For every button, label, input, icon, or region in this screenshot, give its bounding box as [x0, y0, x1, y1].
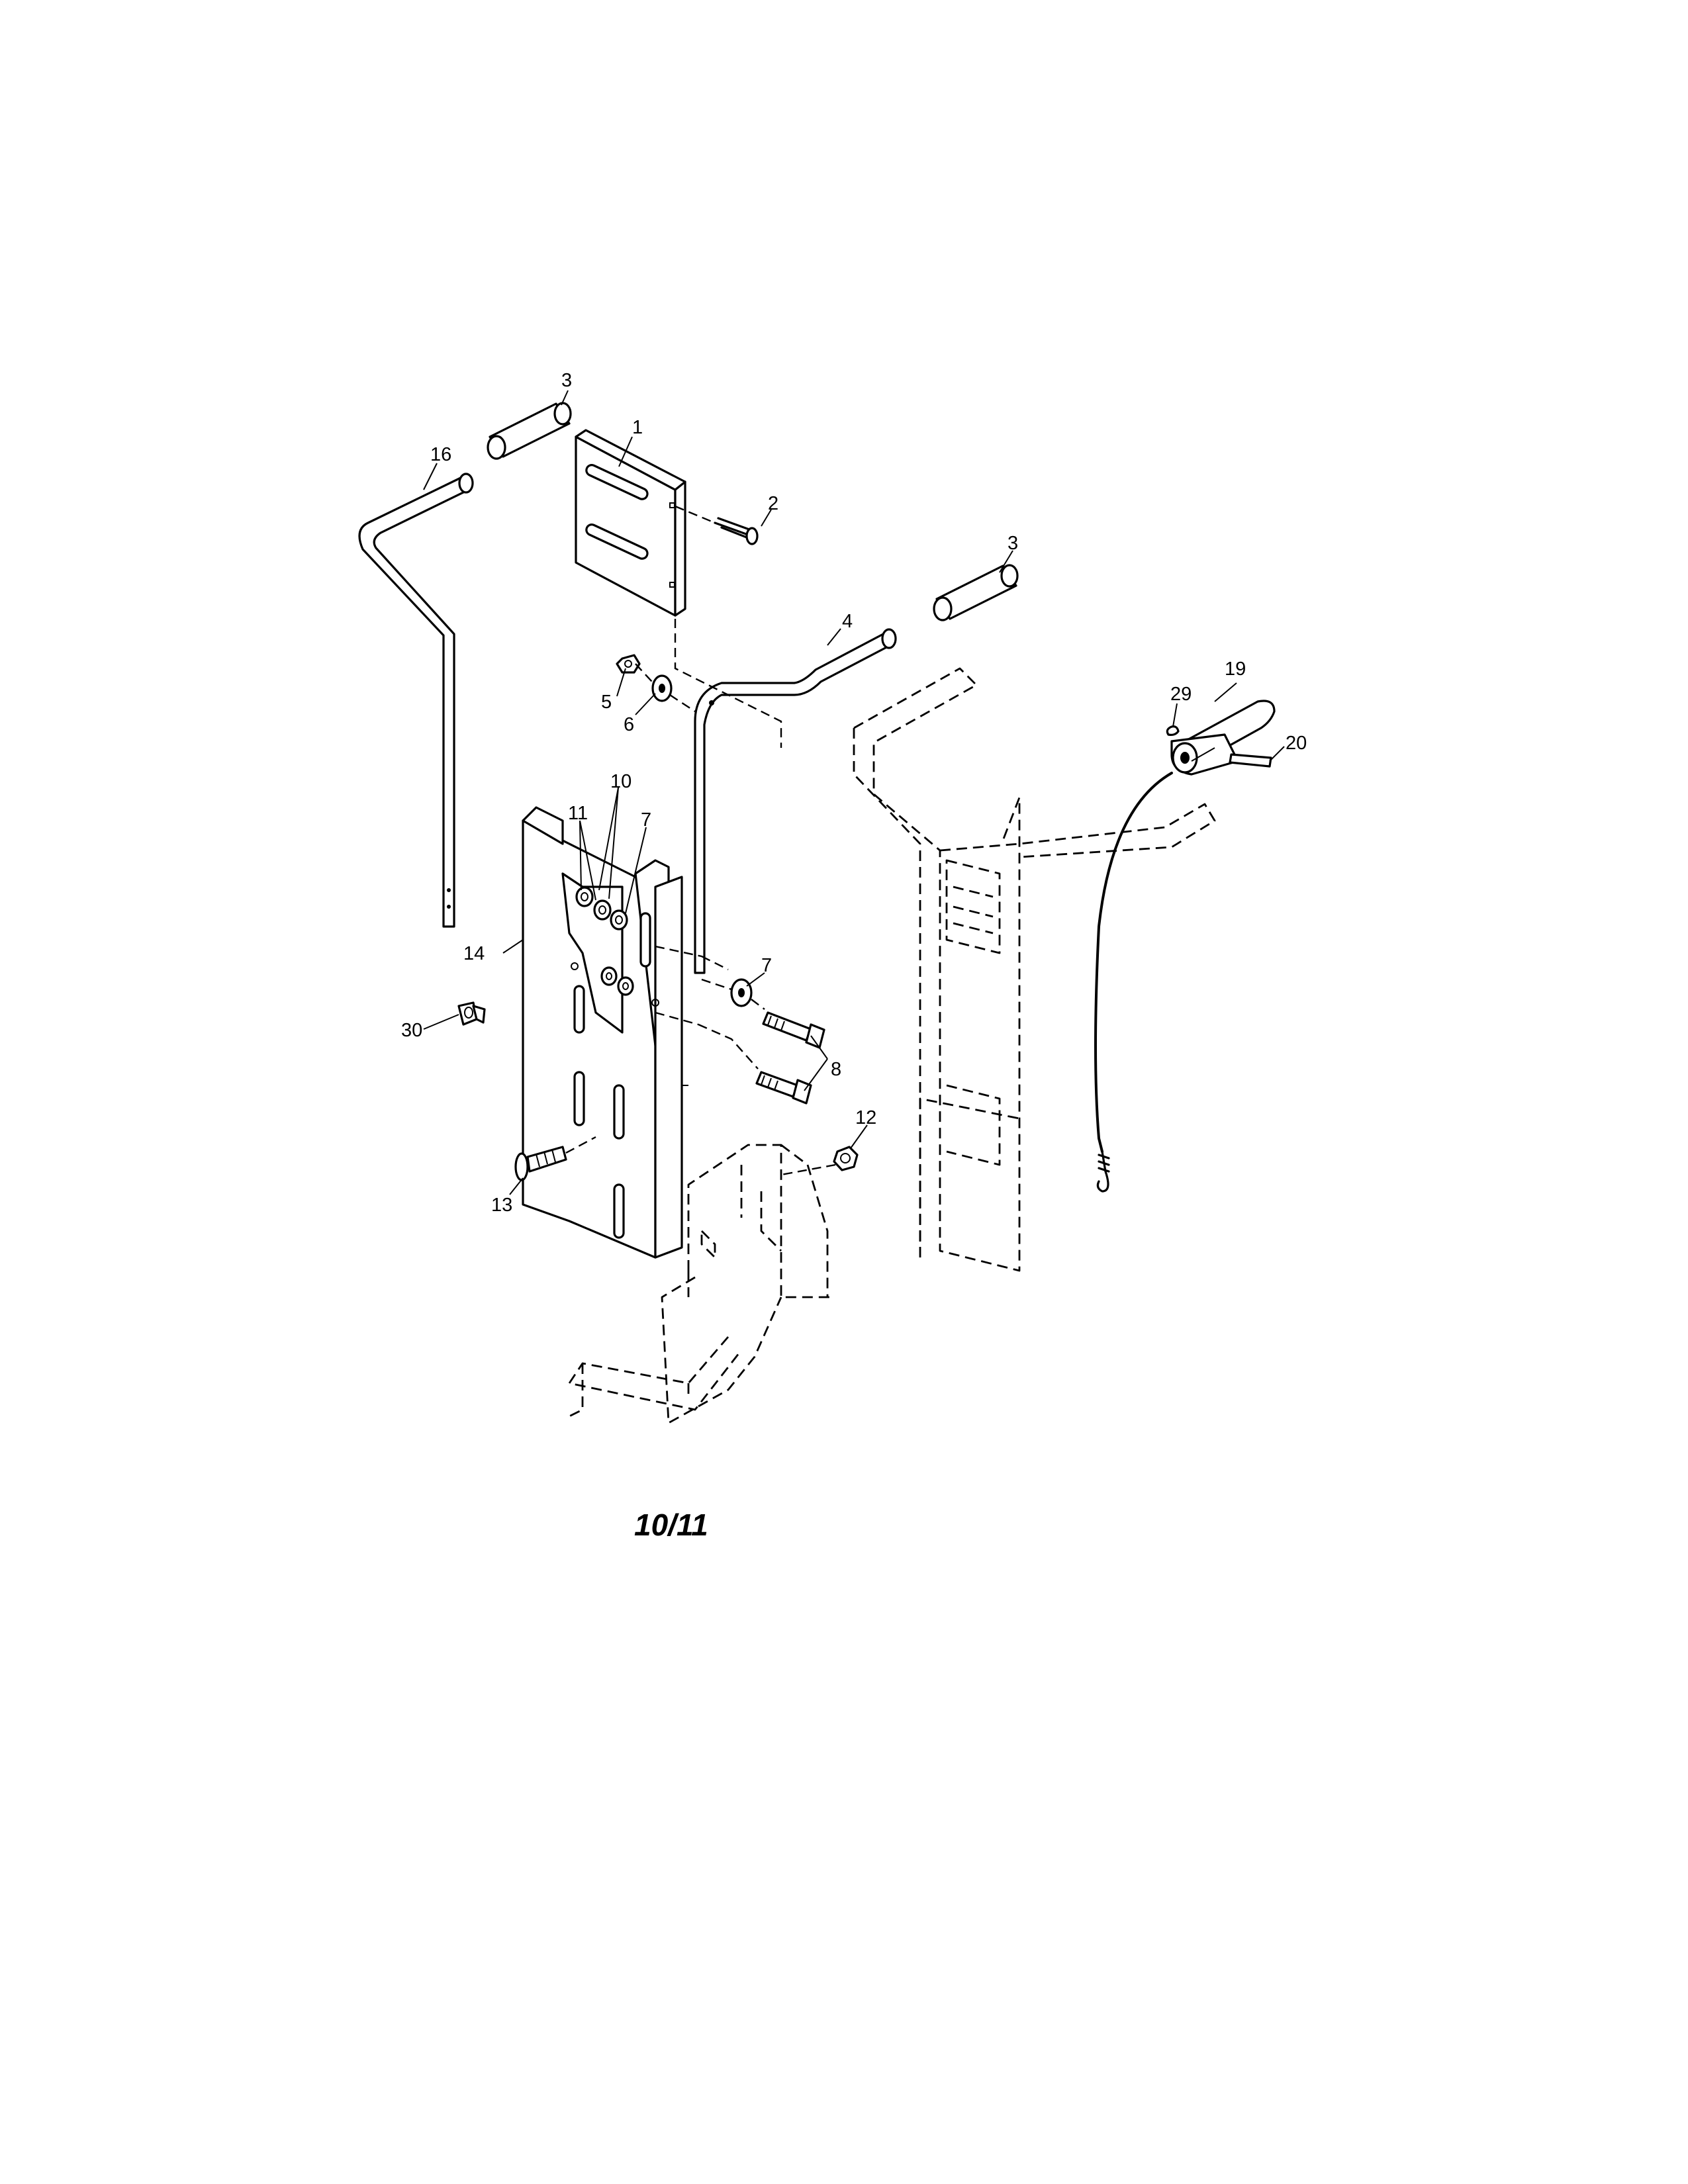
callout-30: 30	[401, 1020, 422, 1041]
leader-lines	[423, 390, 1285, 1195]
screw-part-2	[674, 505, 782, 748]
callout-5: 5	[601, 692, 612, 713]
nut-part-12	[780, 1146, 859, 1176]
grip-part-3-left	[487, 402, 572, 460]
callout-19: 19	[1225, 659, 1246, 680]
ghost-lower-frame	[568, 1144, 834, 1424]
callout-labels: 1 2 3 3 4 5 6 7 7 8 10 11 12 13 14 16 19…	[401, 370, 1307, 1216]
callout-3-right: 3	[1008, 533, 1018, 554]
wing-nut-part-30	[457, 1001, 486, 1026]
right-handle-part-4	[694, 628, 897, 974]
left-handle-part-16	[358, 473, 474, 928]
callout-6: 6	[624, 714, 634, 735]
control-assembly-part-19	[1170, 700, 1276, 776]
callout-8: 8	[831, 1059, 841, 1080]
carriage-bolt-part-13	[514, 1136, 596, 1181]
page-number: 10/11	[634, 1508, 708, 1542]
washer-part-7	[730, 978, 753, 1007]
ghost-handle-frame	[853, 667, 1216, 1272]
callout-3-left: 3	[561, 370, 572, 391]
callout-2: 2	[768, 493, 778, 514]
bushings-part-10-11	[575, 886, 634, 996]
callout-14: 14	[463, 943, 485, 964]
callout-7-top: 7	[641, 809, 651, 831]
callout-29: 29	[1170, 684, 1192, 705]
callout-11: 11	[568, 803, 588, 824]
callout-7-washer: 7	[761, 955, 772, 976]
callout-10: 10	[610, 771, 632, 792]
callout-20: 20	[1286, 733, 1307, 754]
callout-13: 13	[491, 1195, 512, 1216]
bracket-part-14	[522, 806, 702, 1259]
panel-part-1	[575, 429, 686, 617]
washer-part-6	[635, 663, 696, 713]
grip-part-3-right	[933, 564, 1019, 621]
nut-part-5	[616, 654, 641, 674]
clip-part-29	[1166, 725, 1180, 737]
bolts-part-8	[698, 955, 825, 1105]
callout-16: 16	[430, 444, 451, 465]
cable	[1094, 772, 1173, 1193]
callout-1: 1	[632, 417, 643, 438]
callout-4: 4	[842, 611, 853, 632]
callout-12: 12	[855, 1107, 876, 1128]
